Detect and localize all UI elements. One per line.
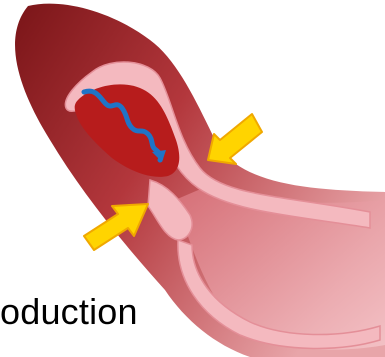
slide-caption: oduction	[0, 292, 138, 332]
constriction-arrow	[208, 114, 262, 164]
